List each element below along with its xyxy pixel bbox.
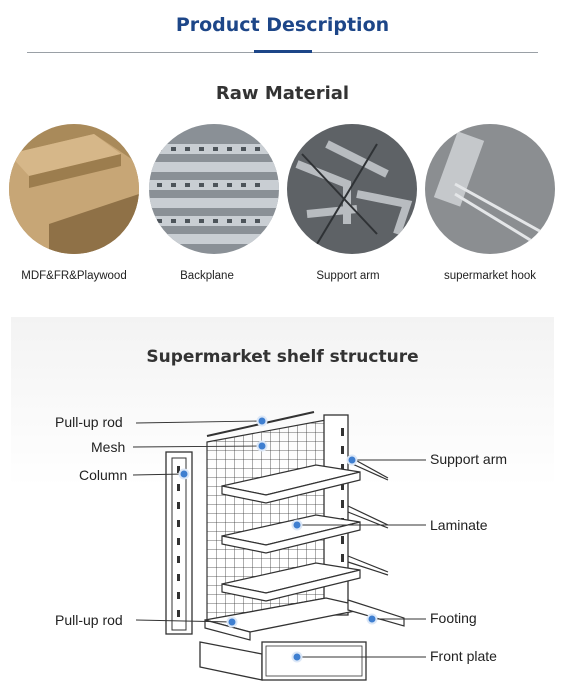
material-caption-backplane: Backplane — [180, 270, 234, 282]
label-mesh: Mesh — [91, 439, 126, 455]
material-caption-support-arm: Support arm — [316, 270, 380, 282]
label-support-arm: Support arm — [430, 451, 508, 467]
supermarket-hook-image — [425, 124, 555, 254]
label-pull-up-rod-bottom: Pull-up rod — [55, 612, 123, 628]
title-accent — [254, 50, 312, 53]
section-title-raw-material: Raw Material — [215, 83, 350, 104]
section-title-structure: Supermarket shelf structure — [146, 347, 419, 367]
label-laminate: Laminate — [430, 517, 488, 533]
label-front-plate: Front plate — [430, 648, 497, 664]
page-title: Product Description — [175, 14, 390, 36]
label-pull-up-rod-top: Pull-up rod — [55, 414, 123, 430]
material-caption-hook: supermarket hook — [443, 270, 537, 282]
label-footing: Footing — [430, 610, 477, 626]
backplane-image — [149, 124, 279, 254]
mdf-board-image — [9, 124, 139, 254]
material-caption-mdf: MDF&FR&Playwood — [21, 270, 127, 282]
support-arm-image — [287, 124, 417, 254]
label-column: Column — [79, 467, 128, 483]
